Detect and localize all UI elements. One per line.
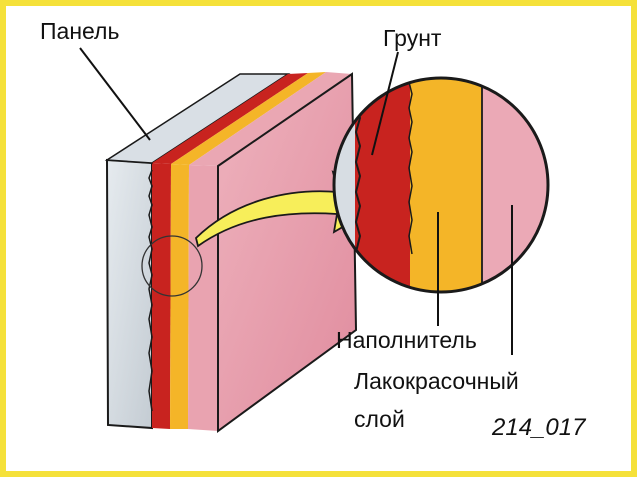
figure-code: 214_017 — [492, 414, 586, 441]
magnifier-ring — [332, 76, 550, 294]
label-paint-line2: слой — [354, 406, 405, 432]
leader-primer — [371, 51, 399, 156]
filler-layer-top — [171, 72, 326, 165]
mag-primer — [355, 78, 415, 292]
magnified-view — [334, 78, 548, 292]
detail-circle-small — [141, 235, 203, 297]
label-paint-line1: Лакокрасочный — [354, 368, 519, 394]
primer-edge-texture — [148, 169, 153, 412]
label-primer: Грунт — [383, 25, 442, 51]
mag-filler — [410, 78, 482, 292]
mag-paint — [482, 78, 548, 292]
paint-layer-front — [188, 165, 218, 431]
filler-layer-front — [170, 164, 189, 429]
paint-surface-side — [217, 72, 358, 433]
panel-metal-face — [105, 158, 153, 430]
leader-panel — [79, 47, 151, 141]
paint-layer-top — [189, 72, 352, 166]
label-panel: Панель — [40, 18, 120, 44]
primer-layer-top — [152, 73, 308, 164]
mag-filler-edge — [408, 78, 413, 255]
label-filler: Наполнитель — [336, 327, 477, 353]
primer-layer-front — [152, 163, 171, 429]
